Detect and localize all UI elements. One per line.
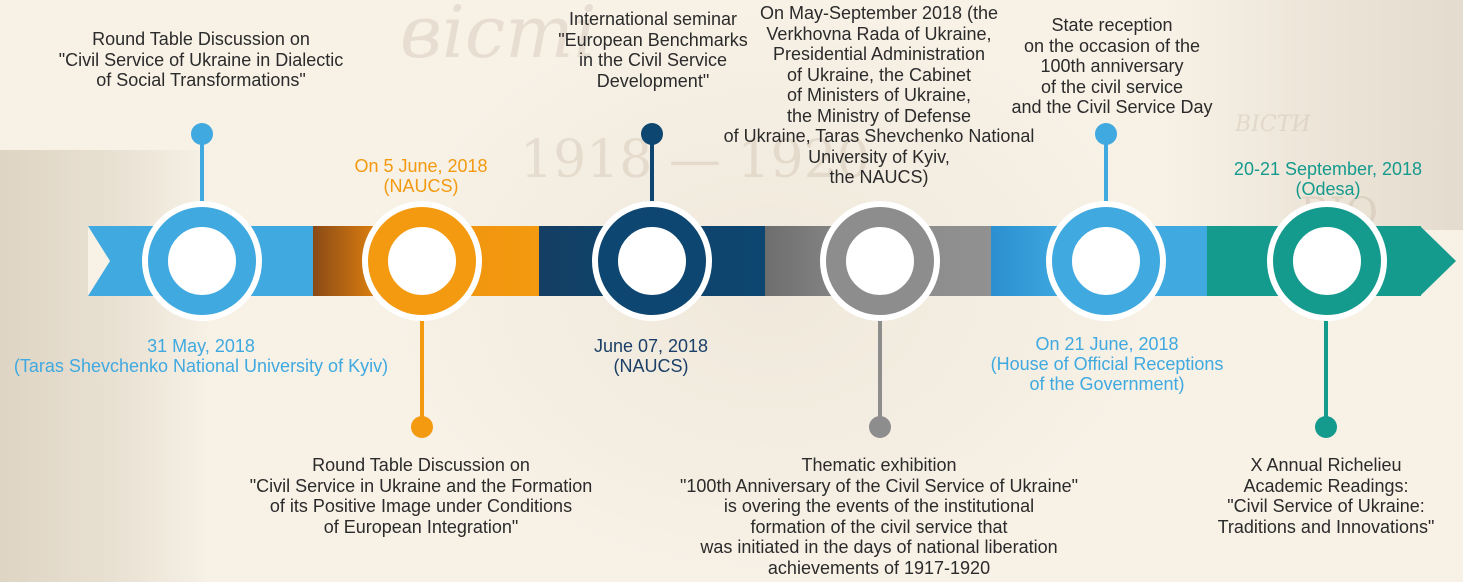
text-line: University of Kyiv,: [808, 146, 950, 167]
timeline-node-2: [368, 207, 476, 315]
event-connector: [200, 142, 204, 212]
event-1-date: 31 May, 2018 (Taras Shevchenko National …: [14, 336, 388, 376]
text-line: June 07, 2018: [593, 336, 709, 356]
text-line: International seminar: [568, 9, 738, 29]
event-connector-dot: [191, 123, 213, 145]
text-line: (NAUCS): [613, 356, 689, 376]
text-line: of the civil service: [1040, 76, 1184, 97]
event-connector: [1324, 310, 1328, 418]
event-connector: [420, 310, 424, 418]
event-2-description: Round Table Discussion on "Civil Service…: [250, 455, 593, 537]
text-line: 20-21 September, 2018: [1233, 159, 1423, 179]
text-line: of European Integration": [323, 516, 519, 537]
text-line: formation of the civil service that: [750, 516, 1008, 537]
text-line: of the Government): [1029, 374, 1185, 394]
text-line: Development": [596, 70, 710, 91]
text-line: On 5 June, 2018: [354, 156, 488, 176]
background-watermark: ВІСТИ: [1235, 112, 1311, 137]
text-line: (Taras Shevchenko National University of…: [13, 356, 389, 376]
text-line: of Social Transformations": [96, 70, 306, 90]
text-line: Presidential Administration: [772, 44, 986, 64]
event-4-date: On May-September 2018 (the Verkhovna Rad…: [724, 3, 1035, 188]
text-line: (NAUCS): [383, 176, 459, 196]
text-line: Traditions and Innovations": [1217, 516, 1435, 537]
event-connector: [878, 310, 882, 418]
event-connector-dot: [869, 416, 891, 438]
event-6-date: 20-21 September, 2018 (Odesa): [1234, 159, 1422, 199]
text-line: 100th anniversary: [1040, 56, 1184, 76]
text-line: 31 May, 2018: [147, 336, 255, 356]
text-line: of its Positive Image under Conditions: [269, 496, 573, 516]
text-line: "Civil Service in Ukraine and the Format…: [249, 475, 593, 496]
text-line: the Ministry of Defense: [786, 105, 972, 126]
text-line: Academic Readings:: [1243, 475, 1409, 496]
text-line: X Annual Richelieu: [1250, 455, 1402, 475]
timeline-node-4: [826, 207, 934, 315]
event-3-description: International seminar "European Benchmar…: [558, 9, 748, 91]
event-4-description: Thematic exhibition "100th Anniversary o…: [680, 455, 1078, 578]
text-line: "100th Anniversary of the Civil Service …: [680, 475, 1078, 496]
text-line: achievements of 1917-1920: [767, 557, 991, 578]
text-line: (Odesa): [1295, 179, 1361, 199]
text-line: Thematic exhibition: [801, 455, 957, 475]
text-line: On 21 June, 2018: [1035, 334, 1179, 354]
text-line: on the occasion of the: [1023, 35, 1201, 56]
text-line: "Civil Service of Ukraine:: [1227, 496, 1425, 516]
text-line: Round Table Discussion on: [312, 455, 530, 475]
event-2-date: On 5 June, 2018 (NAUCS): [354, 156, 487, 196]
timeline-node-5: [1052, 207, 1160, 315]
text-line: and the Civil Service Day: [1011, 97, 1213, 117]
event-connector-dot: [1095, 123, 1117, 145]
event-5-date: On 21 June, 2018 (House of Official Rece…: [991, 334, 1224, 394]
text-line: the NAUCS): [829, 167, 929, 187]
timeline-node-1: [148, 207, 256, 315]
text-line: in the Civil Service: [578, 50, 728, 70]
event-connector: [1104, 142, 1108, 212]
event-connector: [650, 142, 654, 212]
text-line: State reception: [1051, 15, 1173, 35]
event-connector-dot: [411, 416, 433, 438]
text-line: (House of Official Receptions: [990, 354, 1224, 374]
text-line: of Ukraine, Taras Shevchenko National: [723, 126, 1035, 146]
text-line: Round Table Discussion on: [92, 29, 310, 49]
timeline-tail-notch: [88, 226, 110, 296]
text-line: is overing the events of the institution…: [723, 496, 1035, 516]
event-connector-dot: [1315, 416, 1337, 438]
text-line: of Ministers of Ukraine,: [786, 85, 972, 105]
timeline-node-6: [1273, 207, 1381, 315]
text-line: "European Benchmarks: [558, 29, 748, 50]
background-watermark: 1918 — 1920: [520, 130, 870, 190]
text-line: of Ukraine, the Cabinet: [786, 64, 972, 85]
event-3-date: June 07, 2018 (NAUCS): [594, 336, 708, 376]
text-line: On May-September 2018 (the: [759, 3, 999, 23]
event-connector-dot: [641, 123, 663, 145]
event-1-description: Round Table Discussion on "Civil Service…: [59, 29, 343, 91]
text-line: was initiated in the days of national li…: [700, 537, 1058, 557]
text-line: Verkhovna Rada of Ukraine,: [766, 23, 992, 44]
background-watermark: вісті: [400, 0, 597, 74]
event-5-description: State reception on the occasion of the 1…: [1011, 15, 1212, 118]
timeline-node-3: [598, 207, 706, 315]
typewriter-photo-right: [1163, 0, 1463, 230]
event-6-description: X Annual Richelieu Academic Readings: "C…: [1218, 455, 1435, 537]
text-line: "Civil Service of Ukraine in Dialectic: [58, 49, 344, 70]
timeline-arrow-head: [1420, 226, 1456, 296]
